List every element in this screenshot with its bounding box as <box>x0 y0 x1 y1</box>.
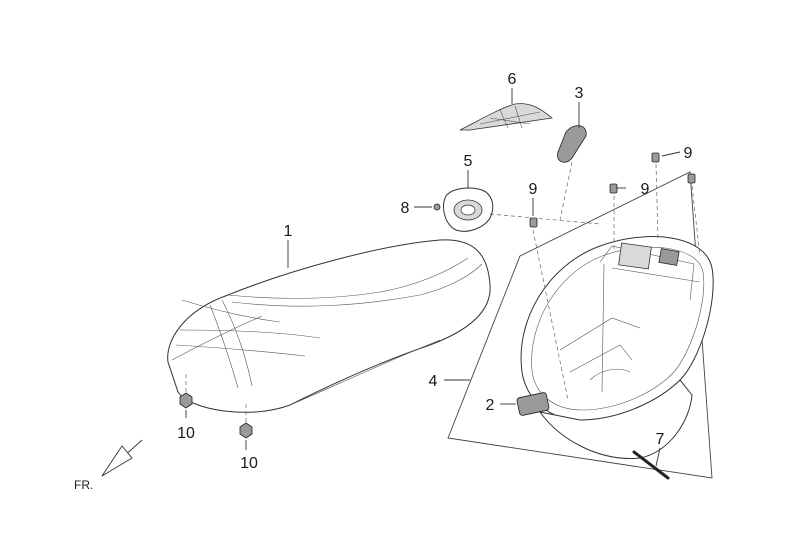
leader-lines <box>185 88 681 467</box>
pin-7-part <box>632 450 670 480</box>
pad-part <box>557 125 587 163</box>
latch-part <box>516 392 550 416</box>
screw-8-part <box>433 203 441 211</box>
storage-box-part <box>447 171 714 479</box>
lock-housing-part <box>443 187 494 232</box>
callout-10-right: 10 <box>240 455 258 472</box>
callout-8: 8 <box>401 200 410 217</box>
callout-3: 3 <box>575 85 584 102</box>
nut-10-parts <box>179 392 253 439</box>
cover-part <box>459 103 553 131</box>
callout-9-left: 9 <box>529 181 538 198</box>
callout-5: 5 <box>464 153 473 170</box>
callout-7: 7 <box>656 431 665 448</box>
callout-9-right: 9 <box>684 145 693 162</box>
alignment-lines <box>185 161 701 422</box>
callout-2: 2 <box>486 397 495 414</box>
callout-9-middle: 9 <box>641 181 650 198</box>
seat-part <box>167 239 491 413</box>
callout-6: 6 <box>508 71 517 88</box>
front-label: FR. <box>74 478 93 492</box>
callout-4: 4 <box>429 373 438 390</box>
front-direction-arrow <box>101 439 143 477</box>
callout-10-left: 10 <box>177 425 195 442</box>
callout-1: 1 <box>284 223 293 240</box>
